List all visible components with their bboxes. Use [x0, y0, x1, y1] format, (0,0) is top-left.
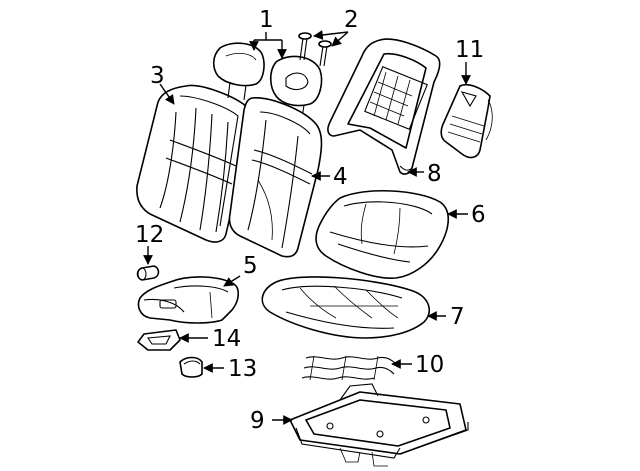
part-2-headrest-guides — [298, 32, 332, 67]
callout-10: 10 — [415, 352, 444, 378]
callout-4: 4 — [333, 164, 348, 190]
part-14-bracket — [137, 329, 181, 351]
callout-13: 13 — [228, 356, 257, 382]
part-12-plug — [136, 265, 160, 281]
part-11-recliner — [440, 83, 493, 159]
callout-11: 11 — [455, 37, 484, 63]
callout-12: 12 — [135, 222, 164, 248]
callout-3: 3 — [150, 63, 165, 89]
part-3-seatback-cover — [136, 84, 252, 243]
leader-lines — [143, 30, 471, 425]
part-10-spring-mat — [301, 355, 397, 381]
callout-7: 7 — [450, 304, 465, 330]
part-8-seatback-frame — [327, 38, 441, 175]
part-5-side-shield — [137, 276, 240, 324]
part-1-headrests — [212, 42, 323, 119]
callout-8: 8 — [427, 161, 442, 187]
callout-2: 2 — [344, 7, 359, 33]
callout-6: 6 — [471, 202, 486, 228]
callout-9: 9 — [250, 408, 265, 434]
part-7-seat-cushion-pad — [261, 276, 431, 339]
callout-1: 1 — [259, 7, 274, 33]
part-4-seatback-cushion — [228, 97, 323, 258]
part-6-seat-cushion-cover — [315, 190, 450, 279]
part-13-clip — [179, 356, 203, 378]
callout-14: 14 — [212, 326, 241, 352]
callout-5: 5 — [243, 253, 258, 279]
part-9-seat-track — [289, 383, 469, 467]
